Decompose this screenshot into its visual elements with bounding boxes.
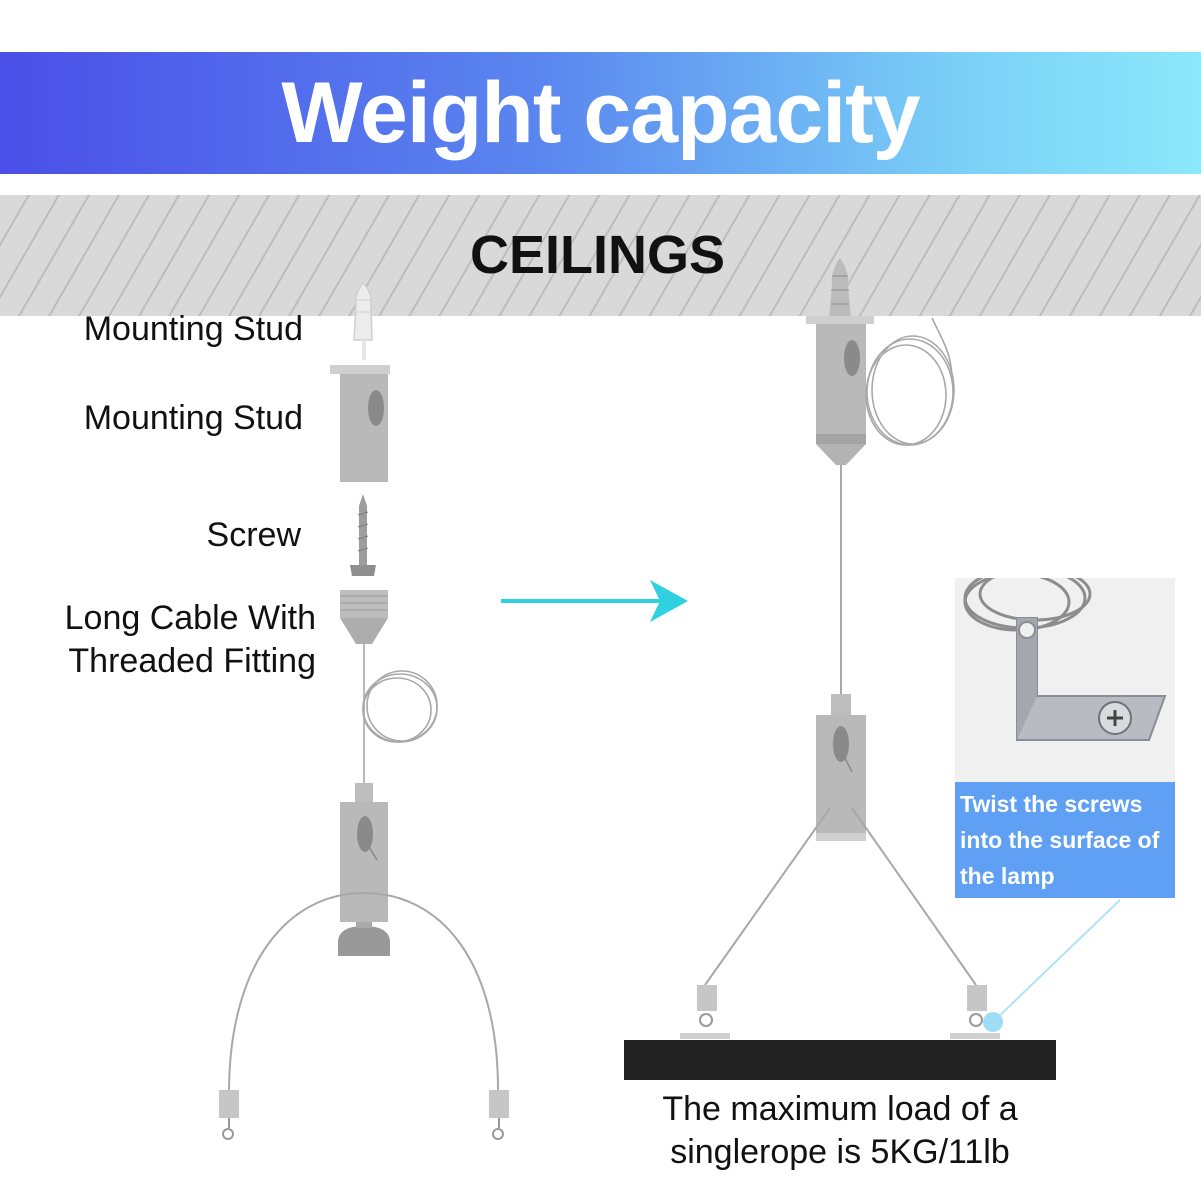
- cable-end-left-1: [219, 1090, 239, 1139]
- bracket-photo: [955, 578, 1175, 782]
- threaded-fitting: [340, 590, 388, 644]
- label-mounting-stud-top: Mounting Stud: [20, 308, 303, 351]
- callout-box: Twist the screws into the surface of the…: [955, 782, 1175, 898]
- cable-left: [363, 644, 437, 785]
- cable-coil-right: [866, 318, 954, 445]
- anchor-plug-right: [829, 258, 851, 320]
- max-load-caption: The maximum load of a singlerope is 5KG/…: [600, 1088, 1080, 1174]
- transition-arrow: [501, 580, 688, 622]
- screw-part: [350, 494, 376, 576]
- label-mounting-stud: Mounting Stud: [20, 397, 303, 440]
- callout-card: Twist the screws into the surface of the…: [955, 578, 1175, 898]
- callout-text: Twist the screws into the surface of the…: [960, 786, 1172, 894]
- cable-end-right-1: [680, 985, 730, 1039]
- label-long-cable: Long Cable With Threaded Fitting: [20, 597, 316, 683]
- mounting-stud-right: [806, 316, 874, 465]
- label-screw: Screw: [20, 514, 301, 557]
- lamp-panel: [624, 1040, 1056, 1080]
- cable-end-left-2: [489, 1090, 509, 1139]
- mounting-stud-left: [330, 365, 390, 482]
- anchor-plug-left: [354, 283, 372, 360]
- gripper-left: [338, 783, 390, 956]
- callout-pointer: [983, 900, 1120, 1032]
